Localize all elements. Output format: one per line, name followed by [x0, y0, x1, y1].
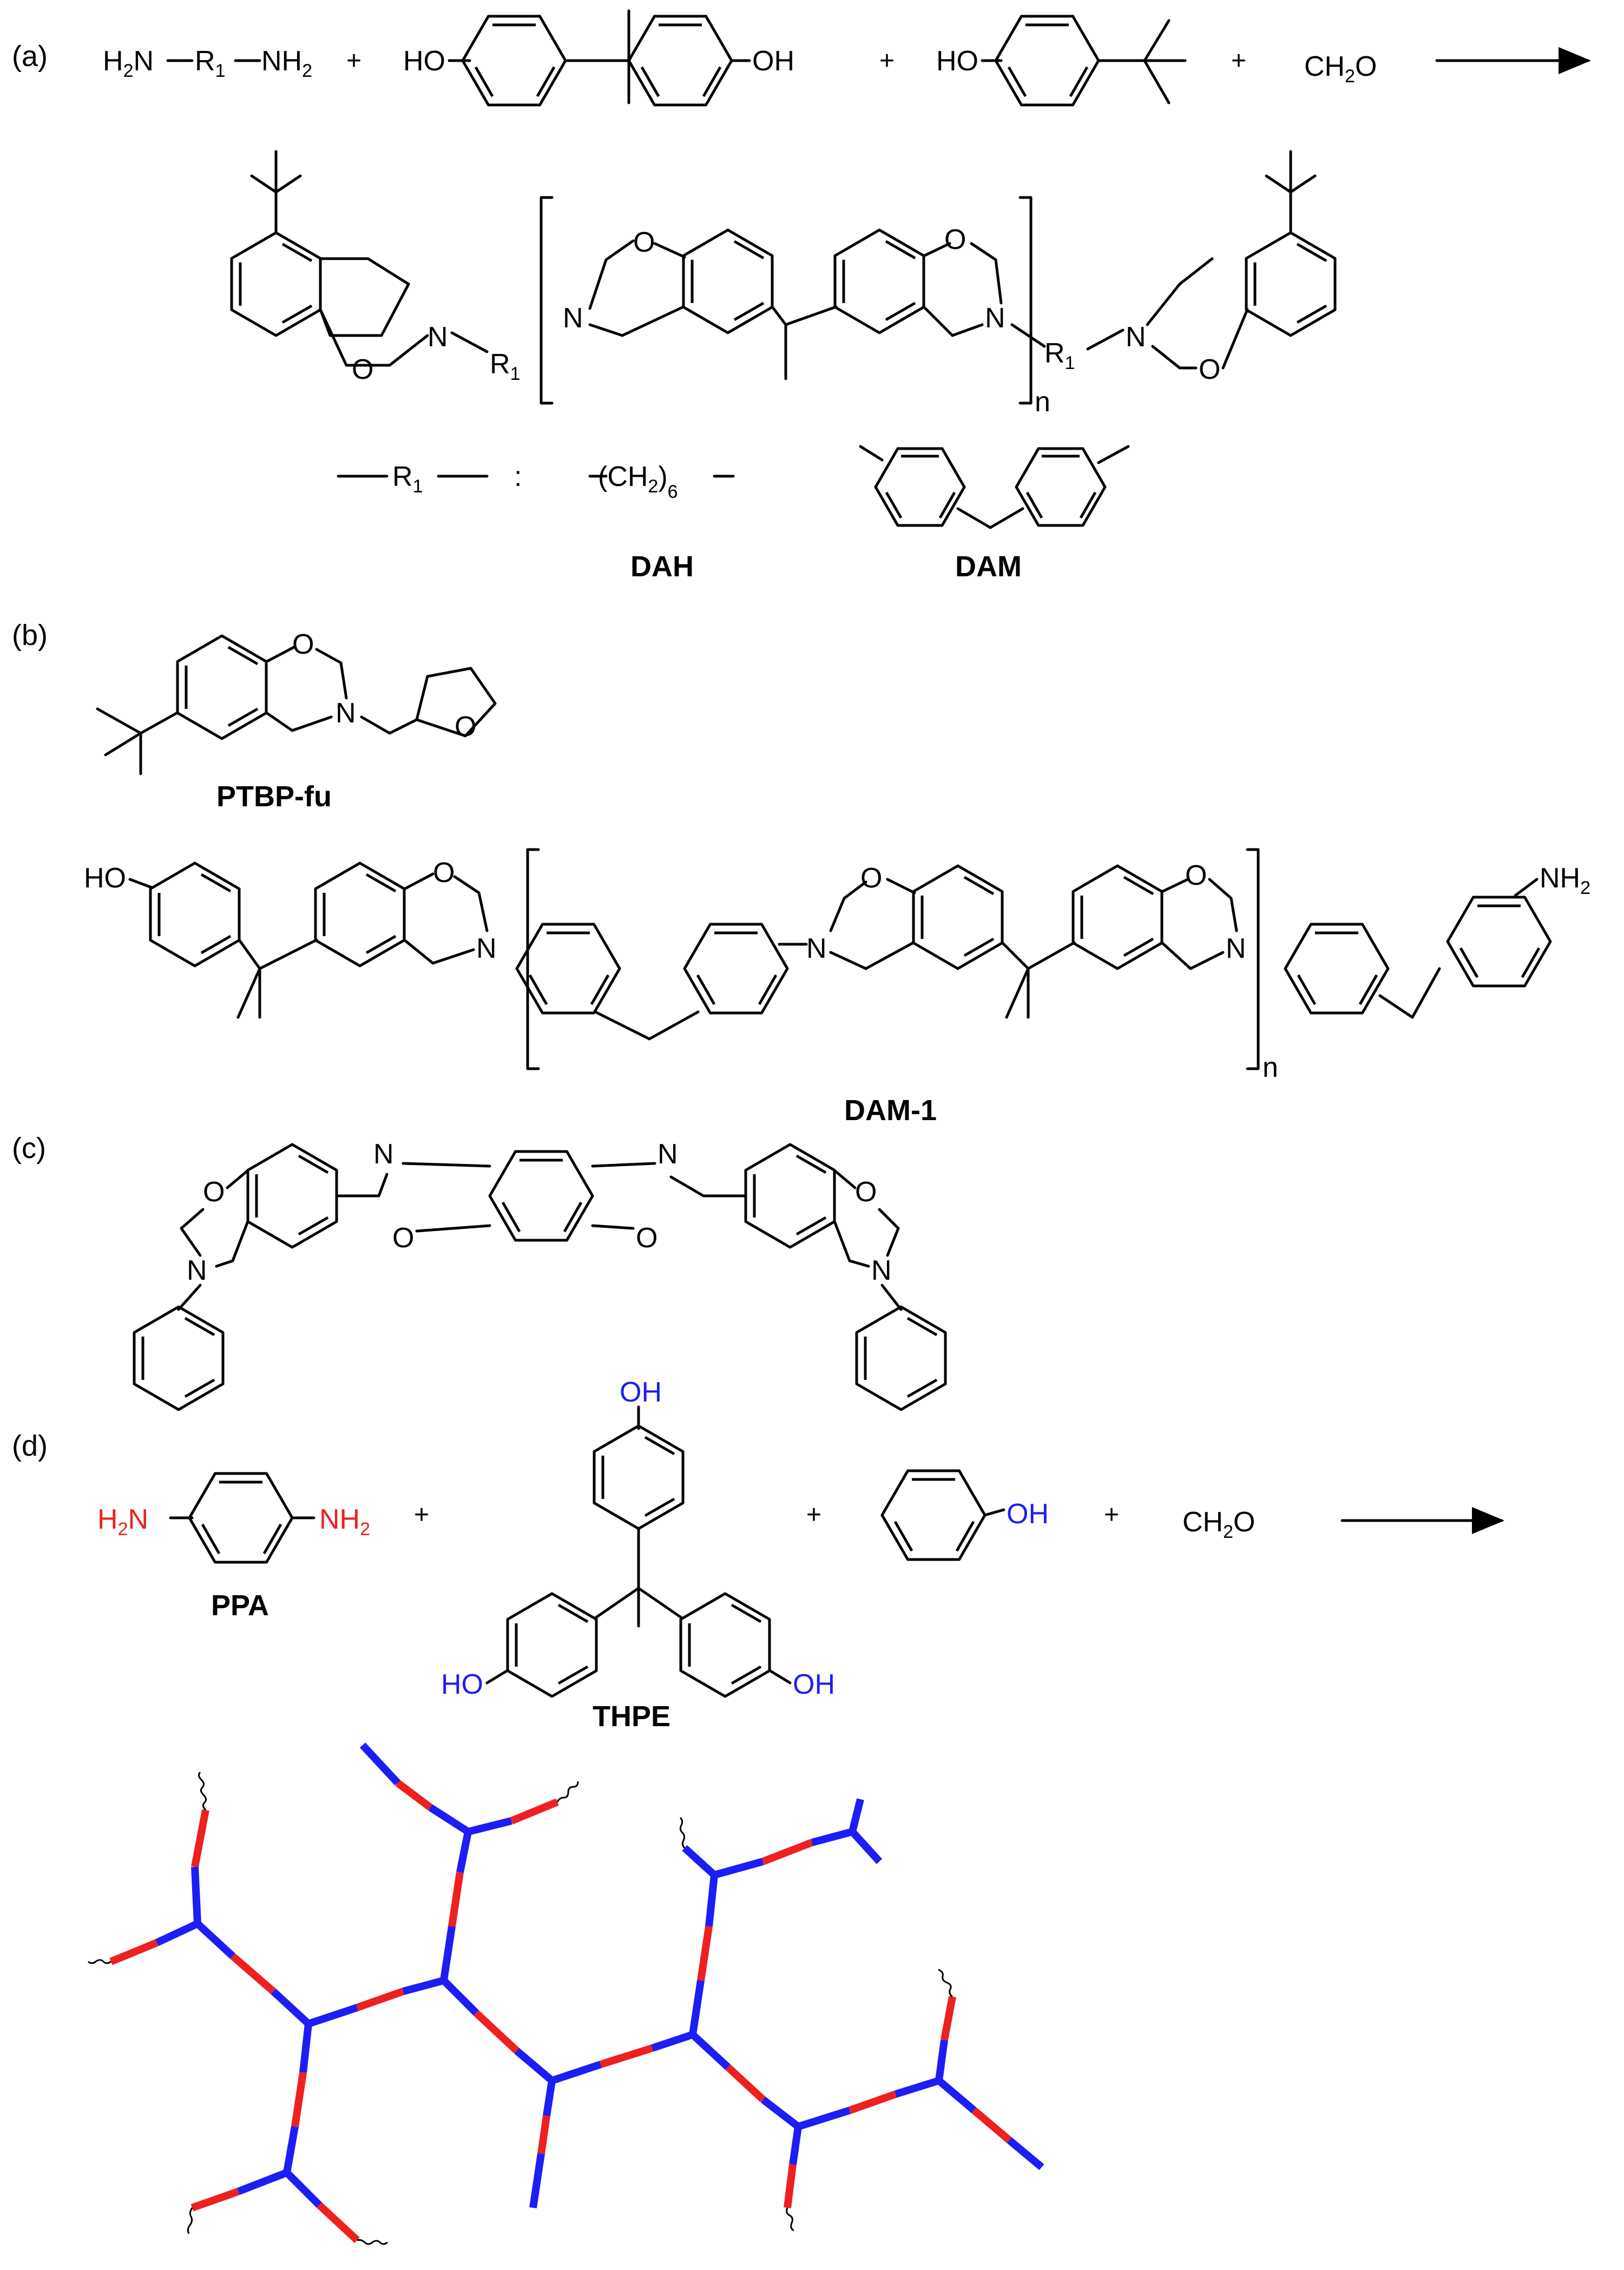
panel-d: (d) H2N NH2 PPA + OH HO OH THPE +	[12, 1377, 1504, 2245]
svg-text:HO: HO	[936, 45, 978, 77]
ptbp-fu-label: PTBP-fu	[216, 780, 332, 813]
bisoxazole-benzoxazine-structure: O N N O N O O N	[134, 1139, 945, 1410]
panel-label-c: (c)	[12, 1132, 46, 1164]
panel-c: (c) O N N O N O O	[12, 1132, 945, 1410]
svg-text:N: N	[373, 1139, 394, 1170]
svg-text:O: O	[203, 1176, 225, 1208]
formaldehyde-label-d: CH2O	[1182, 1506, 1255, 1542]
diamine-reactant: H2N R1 NH2	[103, 45, 312, 81]
svg-text:N: N	[187, 1255, 207, 1286]
svg-text:OH: OH	[793, 1669, 835, 1700]
svg-text:N: N	[428, 321, 448, 353]
svg-text:O: O	[455, 711, 476, 742]
panel-label-a: (a)	[12, 40, 48, 73]
svg-text:R1: R1	[490, 348, 520, 384]
svg-text:O: O	[860, 863, 882, 894]
dah-label: DAH	[630, 550, 694, 583]
svg-text:+: +	[879, 47, 895, 75]
svg-text:+: +	[1231, 47, 1246, 75]
svg-text:N: N	[871, 1255, 892, 1286]
svg-text:O: O	[944, 224, 966, 255]
svg-text:+: +	[1104, 1501, 1119, 1529]
svg-text:O: O	[636, 1222, 658, 1254]
r1-definition: R1 : (CH2)6	[337, 445, 1130, 529]
svg-text:NH2: NH2	[319, 1504, 370, 1539]
svg-text:OH: OH	[1007, 1498, 1049, 1530]
svg-text:O: O	[433, 857, 455, 889]
thpe-label: THPE	[593, 1700, 670, 1733]
svg-text:NH2: NH2	[1540, 863, 1590, 898]
svg-text:O: O	[855, 1176, 877, 1208]
tert-butylphenol-structure: HO	[936, 16, 1187, 105]
svg-text:N: N	[806, 933, 827, 964]
bisphenol-a-structure: HO OH	[403, 9, 794, 105]
svg-text:O: O	[633, 227, 655, 258]
ptbp-fu-structure: O N O	[96, 629, 497, 775]
h2n-label: H2N	[103, 45, 154, 81]
svg-text:n: n	[1035, 386, 1050, 418]
svg-text:N: N	[1226, 933, 1246, 964]
crosslinked-network-schematic	[87, 1742, 1044, 2245]
svg-text:H2N: H2N	[97, 1504, 148, 1539]
svg-text:HO: HO	[84, 863, 126, 894]
formaldehyde-label: CH2O	[1304, 51, 1377, 87]
svg-text:O: O	[352, 354, 373, 385]
svg-text:R1: R1	[392, 461, 423, 497]
svg-text:N: N	[336, 698, 356, 729]
thpe-structure: OH HO OH	[441, 1377, 835, 1700]
phenol-structure: OH	[882, 1471, 1049, 1560]
plus-sign: +	[346, 47, 361, 75]
svg-text::: :	[514, 461, 522, 492]
svg-text:(CH2)6: (CH2)6	[598, 461, 678, 502]
svg-text:HO: HO	[403, 45, 445, 77]
svg-text:N: N	[1126, 321, 1146, 353]
svg-text:N: N	[563, 302, 583, 334]
svg-text:HO: HO	[441, 1669, 483, 1700]
svg-text:O: O	[1185, 860, 1207, 891]
svg-text:O: O	[292, 629, 314, 660]
ppa-label: PPA	[211, 1589, 269, 1622]
nh2-label: NH2	[261, 45, 312, 81]
r1-label: R1	[195, 45, 225, 81]
svg-text:OH: OH	[752, 45, 794, 77]
panel-b: (b) O N O PTBP-fu HO	[12, 619, 1590, 1127]
svg-text:OH: OH	[620, 1377, 662, 1408]
svg-text:+: +	[806, 1501, 821, 1529]
main-chain-benzoxazine-product: N O R1 n N O O N	[232, 150, 1335, 418]
dam-label: DAM	[955, 550, 1022, 583]
svg-text:+: +	[414, 1501, 429, 1529]
panel-label-b: (b)	[12, 619, 48, 652]
svg-text:O: O	[1199, 354, 1220, 385]
svg-text:N: N	[658, 1139, 678, 1170]
svg-text:O: O	[392, 1222, 414, 1254]
panel-a: (a) H2N R1 NH2 + HO OH +	[12, 9, 1591, 583]
svg-text:R1: R1	[1044, 338, 1075, 373]
dam-1-structure: HO O N n N O	[84, 848, 1590, 1083]
svg-text:n: n	[1263, 1052, 1278, 1083]
ppa-structure: H2N NH2	[97, 1473, 370, 1562]
dam-1-label: DAM-1	[844, 1094, 937, 1127]
svg-text:N: N	[476, 933, 497, 964]
panel-label-d: (d)	[12, 1430, 48, 1462]
svg-text:N: N	[985, 302, 1005, 334]
